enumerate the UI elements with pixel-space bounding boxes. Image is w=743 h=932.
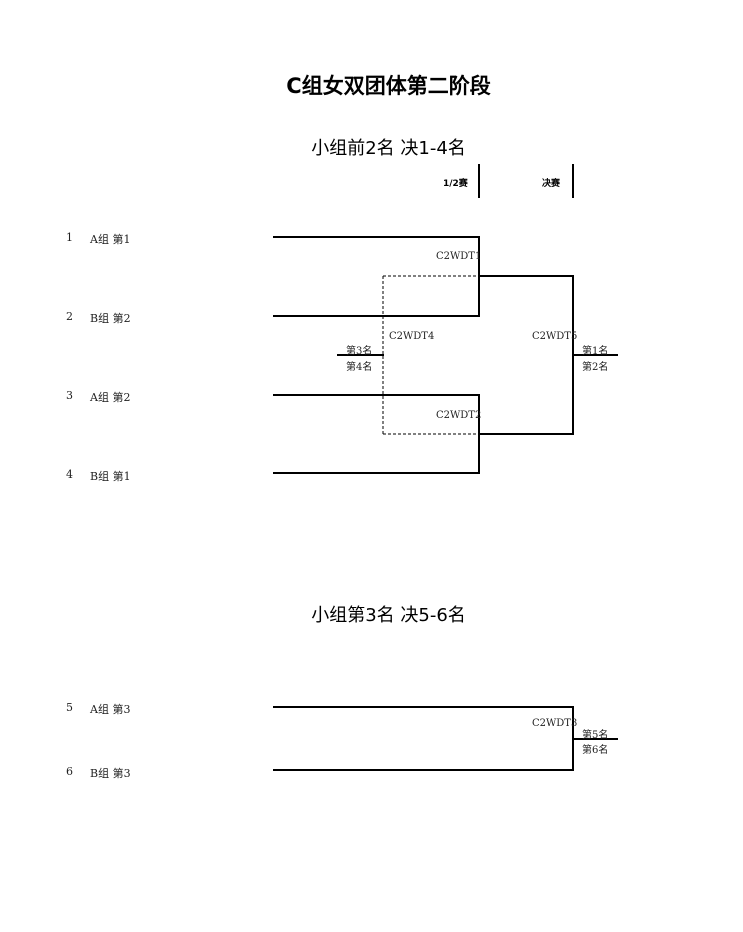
entry-label-4: B组 第1 xyxy=(90,470,131,483)
match-code-semi2: C2WDT2 xyxy=(436,410,482,421)
place-5: 第5名 xyxy=(582,730,609,741)
round-label-final: 决赛 xyxy=(542,179,561,189)
match-code-final: C2WDT5 xyxy=(532,331,578,342)
entry-seed-1: 1 xyxy=(66,231,73,244)
entry-label-6: B组 第3 xyxy=(90,767,131,780)
place-4: 第4名 xyxy=(346,362,373,373)
place-2: 第2名 xyxy=(582,362,609,373)
entry-label-3: A组 第2 xyxy=(90,391,131,404)
entry-seed-5: 5 xyxy=(66,701,73,714)
entry-seed-6: 6 xyxy=(66,765,73,778)
entry-seed-3: 3 xyxy=(66,389,73,402)
section2-subtitle: 小组第3名 决5-6名 xyxy=(311,605,466,626)
place-6: 第6名 xyxy=(582,745,609,756)
entry-seed-2: 2 xyxy=(66,310,73,323)
entry-seed-4: 4 xyxy=(66,468,73,481)
place-3: 第3名 xyxy=(346,346,373,357)
match-code-semi1: C2WDT1 xyxy=(436,251,482,262)
entry-label-2: B组 第2 xyxy=(90,312,131,325)
round-label-semi: 1/2赛 xyxy=(443,179,468,189)
place-1: 第1名 xyxy=(582,346,609,357)
section1-subtitle: 小组前2名 决1-4名 xyxy=(311,138,466,159)
match-code-bronze: C2WDT4 xyxy=(389,331,435,342)
match-code-placement: C2WDT3 xyxy=(532,718,578,729)
entry-label-5: A组 第3 xyxy=(90,703,131,716)
page-title: C组女双团体第二阶段 xyxy=(286,74,491,98)
entry-label-1: A组 第1 xyxy=(90,233,131,246)
